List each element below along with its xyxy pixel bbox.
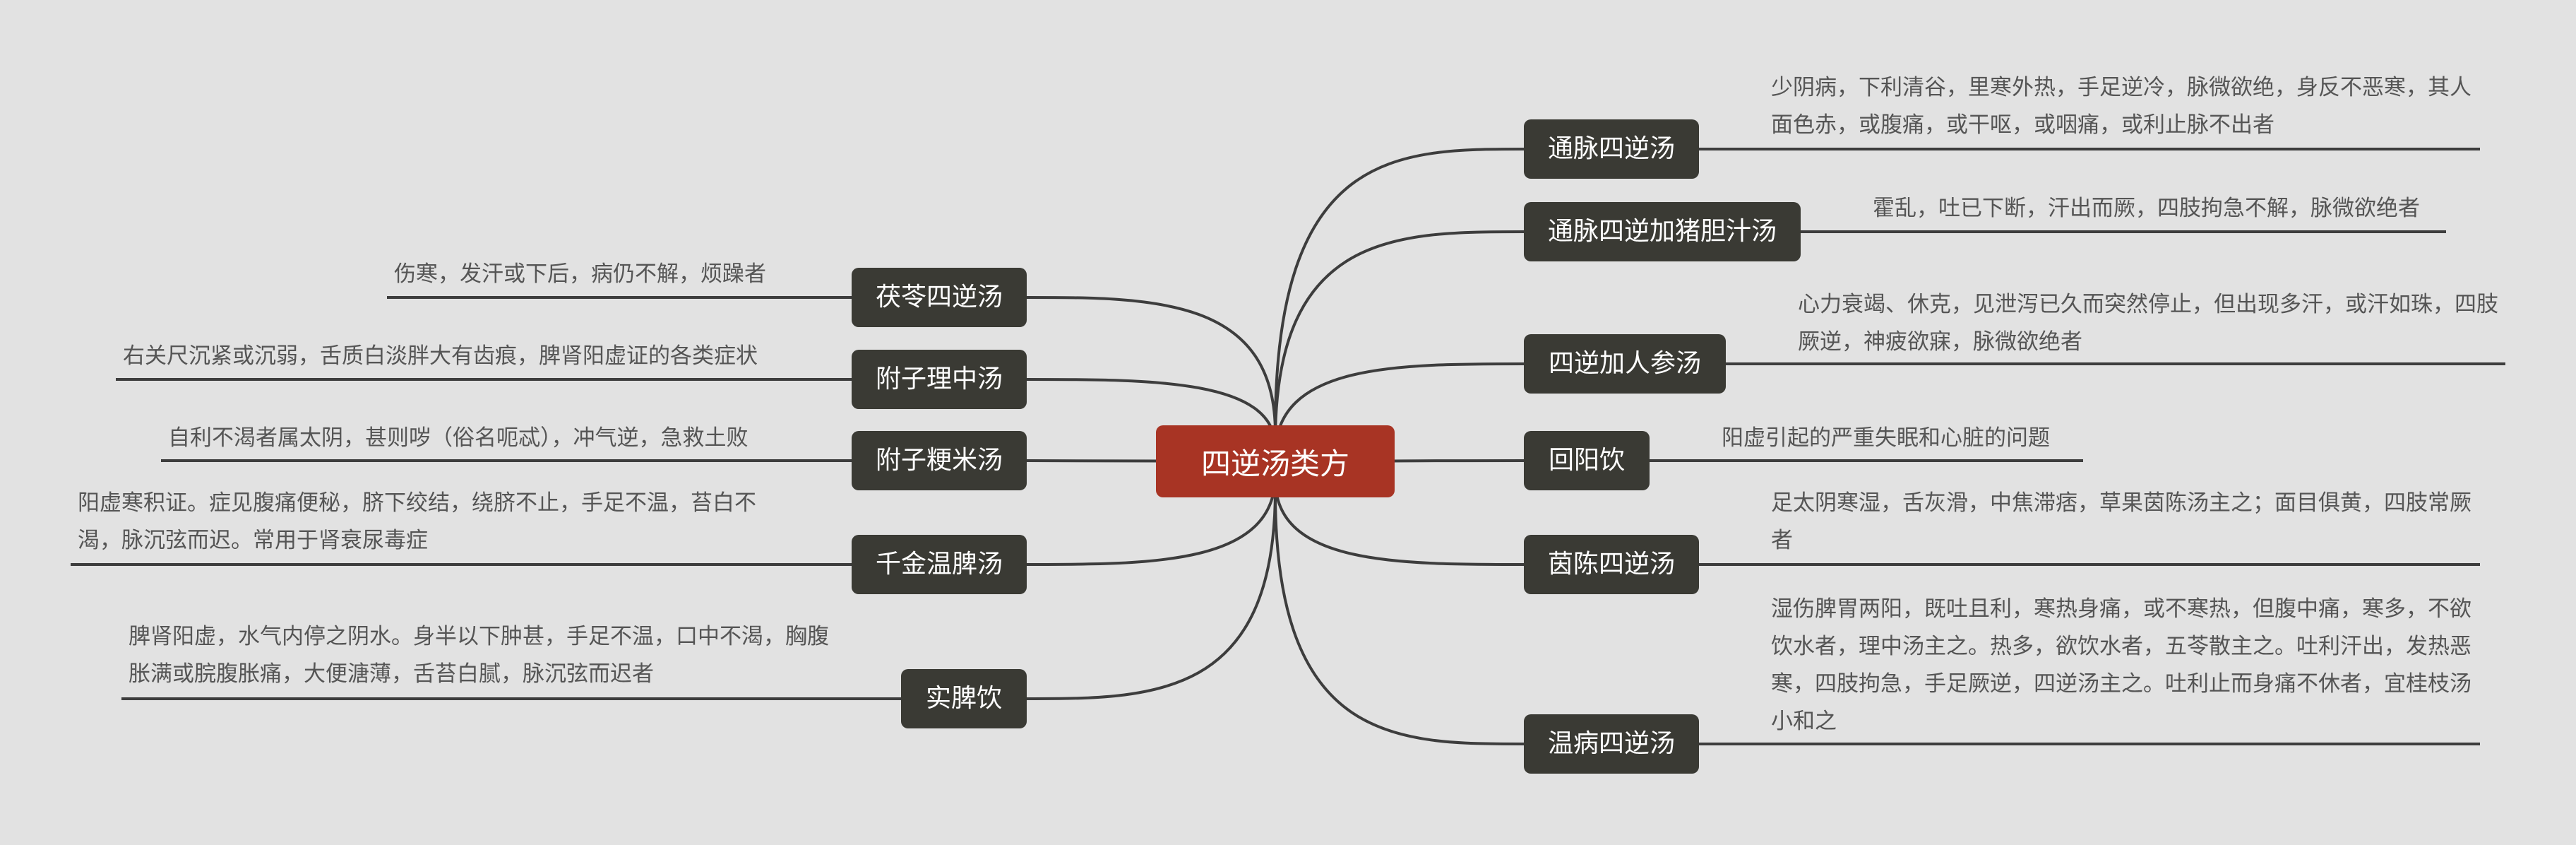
topic-yinchen-sini-tang[interactable]: 茵陈四逆汤 <box>1524 535 1699 594</box>
topic-qianjin-wenpi-tang[interactable]: 千金温脾汤 <box>852 535 1027 594</box>
note-fuzi-lizhong-tang: 右关尺沉紧或沉弱，舌质白淡胖大有齿痕，脾肾阳虚证的各类症状 <box>123 343 758 369</box>
connector-left-1 <box>1026 378 1277 448</box>
connector-left-0 <box>1026 296 1277 434</box>
connector-right-4 <box>1274 479 1525 566</box>
connector-left-4 <box>1026 489 1277 700</box>
central-topic[interactable]: 四逆汤类方 <box>1156 425 1395 497</box>
topic-fuzi-lizhong-tang[interactable]: 附子理中汤 <box>852 350 1027 409</box>
note-fuling-sini-tang: 伤寒，发汗或下后，病仍不解，烦躁者 <box>394 261 766 287</box>
topic-wenbing-sini-tang[interactable]: 温病四逆汤 <box>1524 714 1699 774</box>
note-qianjin-wenpi-tang: 阳虚寒积证。症见腹痛便秘，脐下绞结，绕脐不止，手足不温，苔白不渴，脉沉弦而迟。常… <box>78 490 756 553</box>
note-wenbing-sini-tang: 湿伤脾胃两阳，既吐且利，寒热身痛，或不寒热，但腹中痛，寒多，不欲饮水者，理中汤主… <box>1771 596 2471 734</box>
note-tongmai-sini-zhudanzhi-tang: 霍乱，吐已下断，汗出而厥，四肢拘急不解，脉微欲绝者 <box>1873 196 2420 221</box>
topic-fuzi-gengmi-tang[interactable]: 附子粳米汤 <box>852 431 1027 490</box>
topic-tongmai-sini-tang[interactable]: 通脉四逆汤 <box>1524 119 1699 179</box>
topic-shipi-yin[interactable]: 实脾饮 <box>901 669 1027 728</box>
note-yinchen-sini-tang: 足太阴寒湿，舌灰滑，中焦滞痞，草果茵陈汤主之；面目俱黄，四肢常厥者 <box>1771 490 2471 553</box>
note-tongmai-sini-tang: 少阴病，下利清谷，里寒外热，手足逆冷，脉微欲绝，身反不恶寒，其人面色赤，或腹痛，… <box>1771 75 2471 138</box>
connector-left-3 <box>1026 475 1277 566</box>
topic-huiyang-yin[interactable]: 回阳饮 <box>1524 431 1650 490</box>
note-fuzi-gengmi-tang: 自利不渴者属太阴，甚则哕（俗名呃忒），冲气逆，急救土败 <box>168 425 749 451</box>
connector-right-2 <box>1274 362 1525 455</box>
note-shipi-yin: 脾肾阳虚，水气内停之阴水。身半以下肿甚，手足不温，口中不渴，胸腹胀满或脘腹胀痛，… <box>129 624 829 687</box>
connector-right-1 <box>1274 230 1525 442</box>
note-sini-renshen-tang: 心力衰竭、休克，见泄泻已久而突然停止，但出现多汗，或汗如珠，四肢厥逆，神疲欲寐，… <box>1798 292 2498 355</box>
topic-tongmai-sini-zhudanzhi-tang[interactable]: 通脉四逆加猪胆汁汤 <box>1524 202 1801 261</box>
topic-fuling-sini-tang[interactable]: 茯苓四逆汤 <box>852 268 1027 327</box>
topic-sini-renshen-tang[interactable]: 四逆加人参汤 <box>1524 334 1726 394</box>
connector-right-5 <box>1274 492 1525 745</box>
connector-right-0 <box>1274 148 1525 430</box>
note-huiyang-yin: 阳虚引起的严重失眠和心脏的问题 <box>1722 425 2050 451</box>
